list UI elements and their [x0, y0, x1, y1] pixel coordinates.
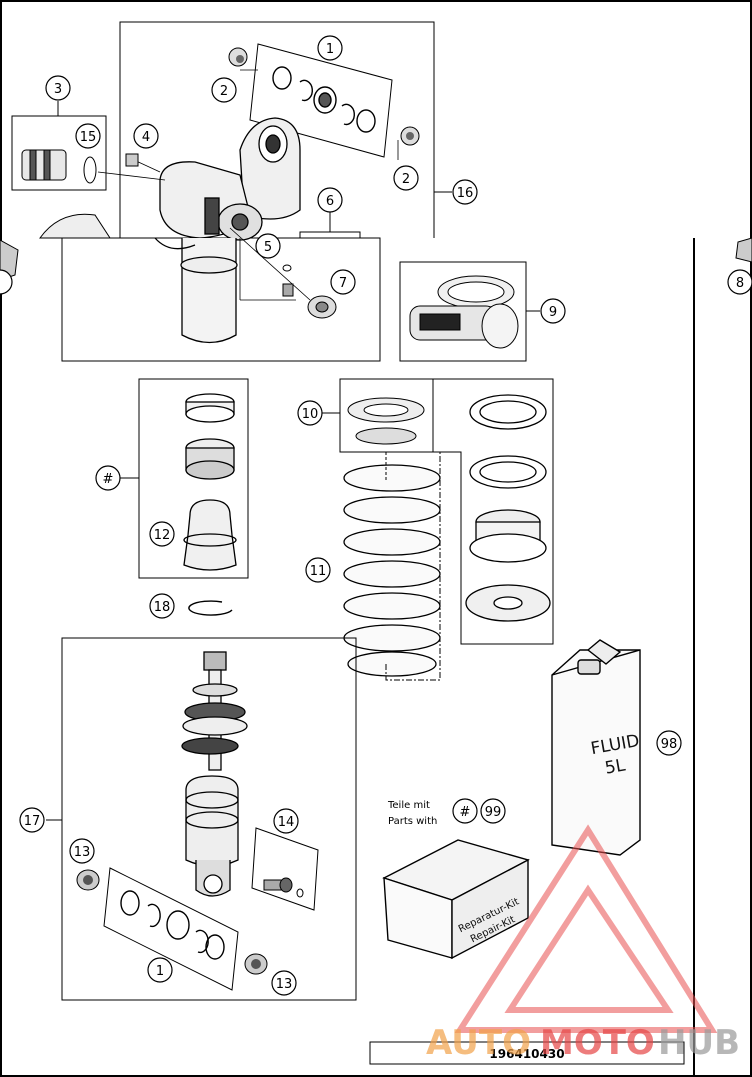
seal-set-1-frame	[249, 43, 393, 158]
watermark-auto: AUTO	[426, 1023, 531, 1063]
callout-1a: 1	[326, 42, 334, 57]
seal-set-1b-frame	[103, 867, 239, 991]
nut-13b	[244, 953, 268, 975]
valve-14	[263, 877, 304, 898]
callout-7: 7	[339, 276, 347, 291]
seal-set-1-parts	[272, 66, 376, 133]
callout-hash-b: #	[460, 805, 471, 820]
watermark-moto: MOTO	[540, 1023, 655, 1063]
document-number-box	[369, 1041, 685, 1065]
callout-1b: 1	[156, 964, 164, 979]
callouts	[0, 35, 752, 996]
spring-bracket	[385, 452, 441, 681]
spring-seat-10	[347, 397, 425, 445]
callout-98: 98	[661, 737, 678, 752]
callout-16: 16	[457, 186, 474, 201]
parts-note-en: Parts with	[388, 816, 437, 827]
fluid-can-98	[551, 639, 641, 856]
watermark-text: AUTO MOTO HUB	[426, 1023, 740, 1063]
valve-15	[21, 149, 97, 184]
spring-11	[343, 464, 441, 677]
callout-14: 14	[278, 815, 295, 830]
callout-10: 10	[302, 407, 319, 422]
callout-99: 99	[485, 805, 502, 820]
repair-kit-box	[382, 839, 530, 960]
callout-12: 12	[154, 528, 171, 543]
callout-13b: 13	[276, 977, 293, 992]
nut-13a	[76, 869, 100, 891]
assembly-16-frame	[119, 21, 435, 238]
cropped-left-part	[0, 213, 111, 281]
circlip-18	[188, 600, 233, 616]
shock-body-lower	[154, 237, 238, 344]
callout-labels: 1 2 2 3 4 5 6 7 8 9 10 11 12 13 13 14 15…	[24, 42, 744, 992]
callout-13a: 13	[74, 845, 91, 860]
damper-rod-assembly	[181, 651, 248, 897]
seal-set-1b-parts	[120, 890, 225, 960]
watermark-logo	[454, 824, 718, 1033]
reservoir-9	[409, 275, 519, 349]
watermark-hub: HUB	[658, 1023, 740, 1063]
valve-14-frame	[251, 827, 319, 911]
bracket-6	[299, 231, 361, 238]
parts-note-de: Teile mit	[387, 800, 430, 811]
callout-11: 11	[310, 564, 327, 579]
assembly-leaders	[97, 69, 399, 301]
cropped-right-part	[735, 237, 752, 263]
nut-2a	[228, 47, 248, 67]
fluid-label-line2: 5L	[603, 755, 627, 778]
shock-body-upper	[159, 117, 301, 241]
spring-seat-set-frame	[433, 378, 554, 645]
document-number: 196410430	[489, 1047, 564, 1061]
callout-8: 8	[736, 276, 744, 291]
callout-3: 3	[54, 82, 62, 97]
callout-17: 17	[24, 814, 41, 829]
adjuster-knob-7	[282, 264, 337, 319]
callout-6: 6	[326, 194, 334, 209]
callout-hash-a: #	[103, 472, 114, 487]
valve-15-frame	[11, 115, 107, 191]
adjuster-4	[125, 153, 139, 167]
callout-18: 18	[154, 600, 171, 615]
callout-4: 4	[142, 130, 150, 145]
callout-2a: 2	[220, 84, 228, 99]
callout-2b: 2	[402, 172, 410, 187]
callout-5: 5	[264, 240, 272, 255]
nut-2b	[400, 126, 420, 146]
damper-17-frame	[61, 637, 357, 1001]
bump-stop-parts	[183, 393, 237, 571]
callout-9: 9	[549, 305, 557, 320]
callout-15: 15	[80, 130, 97, 145]
spring-seat-set	[465, 394, 551, 622]
